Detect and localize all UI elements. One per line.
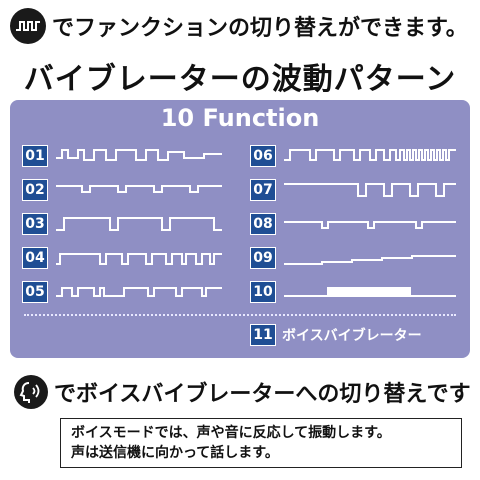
function-row-06: 06: [250, 144, 458, 168]
function-row-04: 04: [22, 246, 224, 270]
note-line-1: ボイスモードでは、声や音に反応して振動します。: [71, 425, 391, 441]
function-row-01: 01: [22, 144, 224, 168]
header-line: でファンクションの切り替えができます。: [10, 8, 468, 44]
wave-pattern-06: [284, 149, 456, 161]
function-number: 09: [250, 247, 276, 269]
wave-pattern-01: [56, 149, 222, 161]
function-number: 04: [22, 247, 48, 269]
function-number: 05: [22, 281, 48, 303]
function-number: 01: [22, 145, 48, 167]
function-row-03: 03: [22, 212, 224, 236]
function-number: 03: [22, 213, 48, 235]
header-text: でファンクションの切り替えができます。: [52, 16, 468, 41]
voice-mode-text: でボイスバイブレーターへの切り替えです: [54, 382, 471, 407]
wave-pattern-10: [284, 287, 456, 297]
function-number: 07: [250, 179, 276, 201]
wave-pattern-08: [284, 221, 456, 229]
wave-pattern-03: [56, 217, 222, 231]
function-number: 06: [250, 145, 276, 167]
panel-title: 10 Function: [160, 104, 320, 132]
voice-head-icon: [14, 375, 48, 409]
function-row-05: 05: [22, 280, 224, 304]
wave-pattern-04: [56, 253, 222, 265]
wave-pattern-02: [56, 185, 222, 193]
wave-pattern-09: [284, 255, 456, 265]
function-panel: 10 Function 01 02 03 04 05 06 07 08 09 1…: [10, 100, 470, 358]
function-number: 11: [250, 324, 276, 346]
voice-mode-line: でボイスバイブレーターへの切り替えです: [14, 374, 471, 410]
function-row-09: 09: [250, 246, 458, 270]
divider: [24, 314, 456, 316]
wave-pattern-07: [284, 183, 456, 197]
voice-mode-note: ボイスモードでは、声や音に反応して振動します。 声は送信機に向かって話します。: [60, 418, 462, 468]
function-number: 10: [250, 281, 276, 303]
function-row-07: 07: [250, 178, 458, 202]
wave-pattern-05: [56, 287, 222, 297]
page-title: バイブレーターの波動パターン: [23, 62, 457, 97]
function-row-08: 08: [250, 212, 458, 236]
note-line-2: 声は送信機に向かって話します。: [71, 445, 279, 461]
function-number: 08: [250, 213, 276, 235]
function-row-10: 10: [250, 280, 458, 304]
function-number: 02: [22, 179, 48, 201]
voice-vibrator-label: ボイスバイブレーター: [282, 328, 422, 344]
function-row-02: 02: [22, 178, 224, 202]
square-wave-icon: [10, 8, 46, 44]
function-row-11: 11 ボイスバイブレーター: [250, 324, 422, 346]
